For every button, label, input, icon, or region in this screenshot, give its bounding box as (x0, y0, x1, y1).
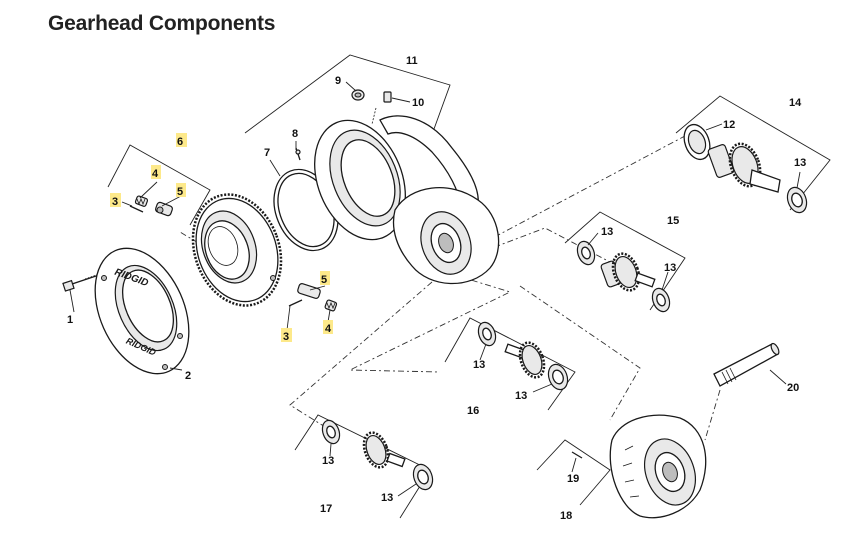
leader-lines (69, 81, 801, 497)
callout-14: 14 (789, 97, 802, 109)
callout-16: 16 (467, 405, 479, 417)
callout-labels: 1 2 3 3 4 4 5 5 6 7 8 9 10 11 12 13 14 1… (67, 55, 806, 522)
pin-spring-plunger-left (129, 195, 173, 217)
callout-6: 6 (177, 136, 183, 148)
output-shaft-part-14 (683, 123, 808, 214)
callout-13-group15-a: 13 (601, 226, 613, 238)
callout-3-left: 3 (112, 196, 118, 208)
page-title: Gearhead Components (48, 12, 276, 35)
callout-5-left: 5 (177, 186, 183, 198)
callout-18: 18 (560, 510, 572, 522)
callout-1: 1 (67, 314, 73, 326)
callout-2: 2 (185, 370, 191, 382)
callout-5-lower: 5 (321, 274, 327, 286)
callout-13-group17-b: 13 (381, 492, 393, 504)
fittings-parts-8-9-10 (295, 89, 392, 161)
callout-20: 20 (787, 382, 799, 394)
callout-13-top-right: 13 (794, 157, 806, 169)
gear-shaft-part-17 (321, 419, 434, 491)
gear-shaft-part-15 (576, 240, 671, 313)
front-plate-part-2: RIDGID RIDGID (94, 247, 190, 375)
callout-7: 7 (264, 147, 270, 159)
callout-15: 15 (667, 215, 679, 227)
callout-10: 10 (412, 97, 424, 109)
callout-highlights (110, 133, 333, 342)
spindle-housing-part-18 (571, 414, 707, 519)
ring-gear-assembly (191, 193, 283, 307)
callout-9: 9 (335, 75, 341, 87)
callout-13-group16-a: 13 (473, 359, 485, 371)
gear-shaft-part-16 (477, 321, 569, 391)
callout-12: 12 (723, 119, 735, 131)
callout-4-lower: 4 (325, 323, 332, 335)
callout-13-group17-a: 13 (322, 455, 334, 467)
callout-4-left: 4 (152, 168, 159, 180)
callout-11: 11 (406, 55, 418, 67)
pin-spring-plunger-lower (288, 283, 338, 312)
callout-17: 17 (320, 503, 332, 515)
callout-13-group15-b: 13 (664, 262, 676, 274)
callout-19: 19 (567, 473, 579, 485)
callout-3-lower: 3 (283, 331, 289, 343)
callout-8: 8 (292, 128, 298, 140)
callout-13-group16-b: 13 (515, 390, 527, 402)
gear-housing-part-11 (314, 115, 500, 285)
rod-part-20 (713, 342, 780, 387)
